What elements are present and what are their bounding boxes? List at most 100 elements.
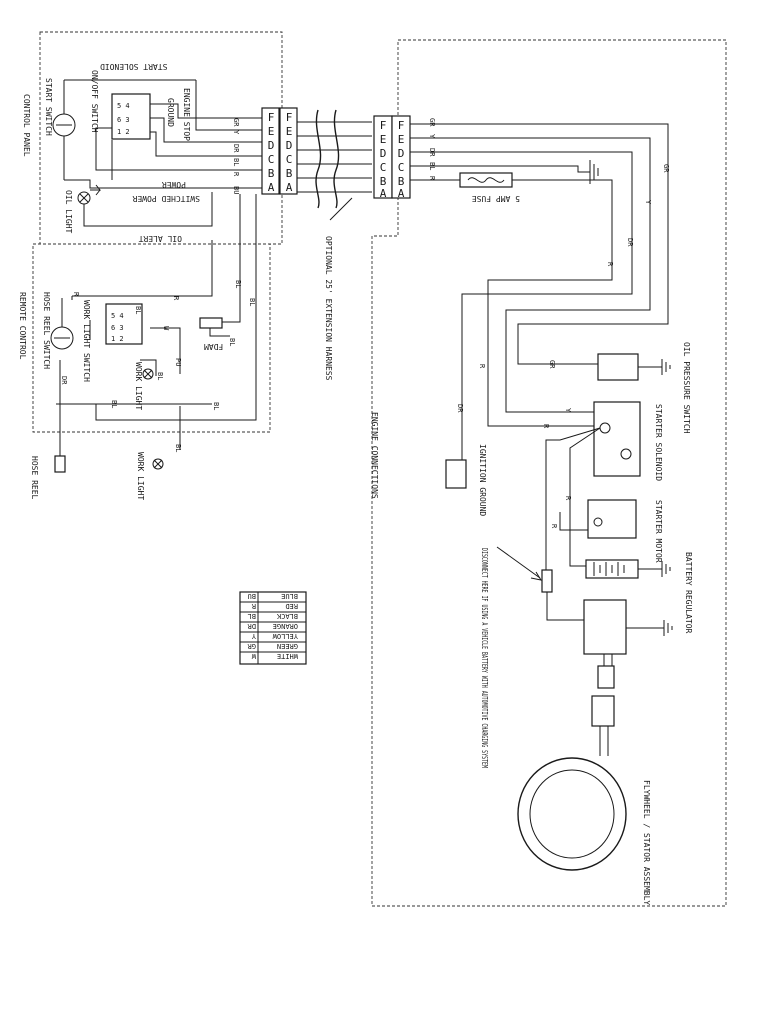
- svg-text:5 4: 5 4: [111, 312, 124, 320]
- connector-left: F E D C B A F E D C B A: [261, 107, 298, 195]
- svg-text:GR: GR: [232, 118, 240, 127]
- legend-code: BL: [248, 612, 256, 620]
- remote-control-label: REMOTE CONTROL: [18, 292, 27, 360]
- pin-label: C: [286, 153, 293, 166]
- svg-text:R: R: [564, 496, 572, 501]
- legend-code: GR: [247, 642, 256, 650]
- svg-text:PU: PU: [174, 358, 182, 366]
- svg-text:R: R: [606, 262, 614, 267]
- on-off-switch-symbol: 5 4 6 3 1 2: [111, 93, 151, 140]
- svg-text:BL: BL: [174, 444, 182, 452]
- legend-entries: BU BLUE R RED BL BLACK DR ORANGE Y YELLO…: [247, 592, 298, 660]
- battery-label: BATTERY: [684, 552, 693, 586]
- pin-label: D: [398, 147, 405, 160]
- starter-solenoid-label: STARTER SOLENOID: [654, 404, 663, 481]
- svg-text:1 2: 1 2: [117, 128, 130, 136]
- left-connector-wire-codes: GR Y DR BL R BU: [232, 118, 240, 194]
- svg-text:BL: BL: [228, 338, 236, 346]
- pin-label: D: [286, 139, 293, 152]
- right-connector-wire-codes: GR Y DR BL R: [428, 118, 436, 181]
- oil-alert-label: OIL ALERT: [138, 234, 182, 243]
- legend-code: Y: [251, 632, 256, 640]
- hose-reel-switch-label: HOSE REEL SWITCH: [42, 292, 51, 369]
- ground-label: GROUND: [166, 98, 175, 127]
- svg-text:BL: BL: [156, 372, 164, 380]
- regulator-symbol: [583, 599, 673, 680]
- svg-text:Y: Y: [428, 134, 436, 139]
- pin-label: A: [398, 187, 405, 200]
- work-light-1-symbol: [142, 368, 154, 380]
- svg-text:DISCONNECT HERE IF USING A VEH: DISCONNECT HERE IF USING A VEHICLE BATTE…: [480, 548, 489, 768]
- pin-label: F: [398, 119, 405, 132]
- svg-text:BL: BL: [248, 298, 256, 306]
- pin-label: C: [268, 153, 275, 166]
- pin-label: D: [380, 147, 387, 160]
- svg-text:Y: Y: [644, 200, 652, 205]
- fdam-label: FDAM: [204, 342, 223, 351]
- pin-label: B: [398, 175, 405, 188]
- pin-label: E: [286, 125, 293, 138]
- battery-symbol: [585, 559, 671, 579]
- hose-reel-symbol: [54, 455, 66, 473]
- work-light-2-symbol: [152, 458, 164, 470]
- ignition-ground-symbol: [445, 459, 467, 489]
- oil-light-label: OIL LIGHT: [64, 190, 73, 234]
- engine-connections-label: ENGINE CONNECTIONS: [370, 412, 379, 499]
- pin-label: A: [268, 181, 275, 194]
- svg-text:DR: DR: [428, 148, 436, 157]
- svg-text:Y: Y: [564, 408, 572, 413]
- remote-control-boundary: [32, 243, 271, 433]
- legend-color: ORANGE: [273, 622, 298, 630]
- fuse-label: 5 AMP FUSE: [472, 194, 520, 203]
- fuse-symbol: [459, 172, 513, 188]
- svg-text:DR: DR: [232, 144, 240, 153]
- component-labels: CONTROL PANEL START SWITCH START SOLENOI…: [18, 62, 693, 905]
- hose-reel-label: HOSE REEL: [30, 456, 39, 500]
- pin-label: F: [380, 119, 387, 132]
- svg-text:R: R: [232, 172, 240, 177]
- svg-text:R: R: [72, 292, 80, 297]
- ignition-ground-label: IGNITION GROUND: [478, 444, 487, 516]
- legend-color: YELLOW: [272, 632, 298, 640]
- hose-reel-switch-symbol: [50, 298, 74, 350]
- extension-harness-label: OPTIONAL 25' EXTENSION HARNESS: [324, 236, 333, 381]
- svg-text:DR: DR: [60, 376, 68, 385]
- legend-color: GREEN: [277, 642, 298, 650]
- disconnect-plug-symbol: [496, 546, 584, 621]
- starter-motor-label: STARTER MOTOR: [654, 500, 663, 563]
- oil-pressure-switch-symbol: [597, 353, 671, 381]
- svg-text:GR: GR: [548, 360, 556, 369]
- svg-text:BL: BL: [212, 402, 220, 410]
- work-light-label-1: WORK LIGHT: [134, 362, 143, 410]
- pin-label: F: [286, 111, 293, 124]
- svg-text:Y: Y: [232, 130, 240, 135]
- svg-text:W: W: [162, 326, 170, 331]
- legend-code: BU: [248, 592, 256, 600]
- legend-color: WHITE: [277, 652, 298, 660]
- engine-stop-label: ENGINE STOP: [182, 88, 191, 141]
- svg-text:BL: BL: [232, 158, 240, 166]
- stator-connectors: [591, 665, 615, 756]
- svg-text:BL: BL: [134, 306, 142, 314]
- pin-label: A: [380, 187, 387, 200]
- svg-text:GR: GR: [662, 164, 670, 173]
- start-solenoid-label: START SOLENOID: [100, 62, 168, 71]
- pin-label: E: [268, 125, 275, 138]
- legend-color: BLUE: [281, 592, 298, 600]
- connector-right: F E D C B A F E D C B A: [373, 115, 411, 200]
- control-panel-wires: [64, 80, 262, 227]
- legend-code: DR: [247, 622, 256, 630]
- svg-text:R: R: [172, 296, 180, 301]
- svg-text:BL: BL: [234, 280, 242, 288]
- svg-text:R: R: [478, 364, 486, 369]
- start-switch-label: START SWITCH: [44, 78, 53, 136]
- pin-label: E: [398, 133, 405, 146]
- svg-text:1 2: 1 2: [111, 335, 124, 343]
- legend-code: W: [251, 652, 256, 660]
- flywheel-label: FLYWHEEL / STATOR ASSEMBLY: [642, 780, 651, 905]
- work-light-label-2: WORK LIGHT: [136, 452, 145, 500]
- starter-solenoid-symbol: [545, 401, 641, 570]
- start-switch-symbol: [52, 79, 196, 180]
- svg-text:6 3: 6 3: [117, 116, 130, 124]
